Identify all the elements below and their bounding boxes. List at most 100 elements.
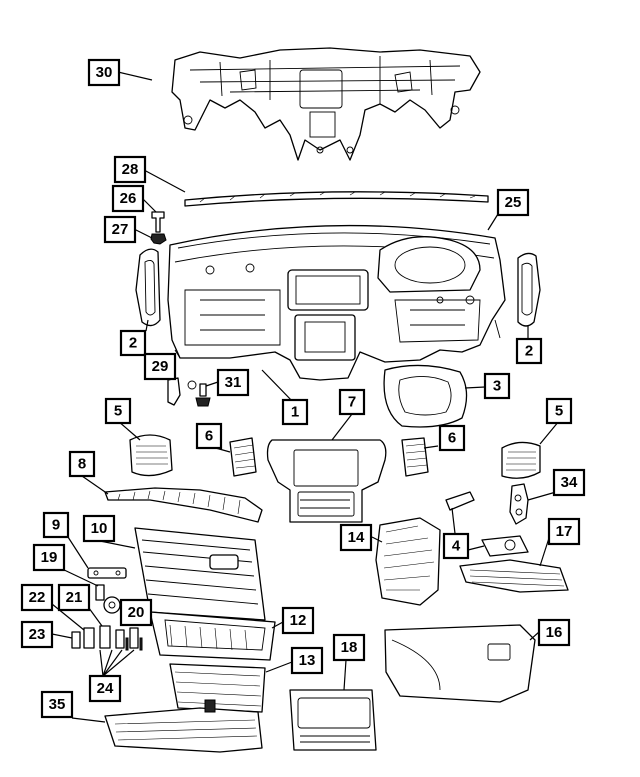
svg-text:2: 2 xyxy=(525,343,533,360)
part-23-clip xyxy=(71,631,81,649)
part-8-glovebox-upper-trim xyxy=(104,487,263,523)
part-7-center-stack-bezel xyxy=(266,439,387,523)
svg-text:19: 19 xyxy=(41,549,58,566)
svg-text:12: 12 xyxy=(290,612,307,629)
callout-14: 14 xyxy=(339,523,373,552)
part-14-center-support xyxy=(375,517,441,606)
callout-5-right: 5 xyxy=(545,397,573,425)
part-5-outboard-vent-right xyxy=(501,441,541,479)
callout-28: 28 xyxy=(113,155,147,184)
part-2-end-cap-left xyxy=(135,248,161,327)
part-17-trim-panel xyxy=(459,559,569,593)
callout-22: 22 xyxy=(20,583,54,612)
callout-21: 21 xyxy=(57,583,91,612)
part-28-defroster-strip xyxy=(184,191,489,207)
svg-text:35: 35 xyxy=(49,696,66,713)
part-19-clip xyxy=(95,584,105,601)
part-18-instrument-cluster xyxy=(289,689,377,751)
svg-text:34: 34 xyxy=(561,474,578,491)
part-29-bracket xyxy=(167,377,197,406)
part-2-end-cap-right xyxy=(517,252,541,327)
part-27-nut xyxy=(150,233,167,245)
part-35-lower-bolster xyxy=(104,699,263,753)
part-24-clips xyxy=(115,627,143,651)
part-21-retainer xyxy=(99,625,111,649)
svg-text:31: 31 xyxy=(225,374,242,391)
svg-text:13: 13 xyxy=(299,652,316,669)
callout-30: 30 xyxy=(87,58,121,87)
svg-text:6: 6 xyxy=(448,430,456,447)
callout-6-right: 6 xyxy=(438,424,466,452)
svg-text:22: 22 xyxy=(29,589,46,606)
callout-20: 20 xyxy=(119,598,153,627)
callout-2-right: 2 xyxy=(515,337,543,365)
callout-27: 27 xyxy=(103,215,137,244)
svg-text:14: 14 xyxy=(348,529,365,546)
svg-text:9: 9 xyxy=(52,517,60,534)
svg-text:30: 30 xyxy=(96,64,113,81)
callout-10: 10 xyxy=(82,514,116,543)
callout-35: 35 xyxy=(40,690,74,719)
svg-text:5: 5 xyxy=(555,403,563,420)
part-9-trim-piece xyxy=(87,567,127,579)
callout-6-left: 6 xyxy=(195,422,223,450)
svg-text:4: 4 xyxy=(452,538,461,555)
callout-4: 4 xyxy=(442,532,470,560)
svg-text:20: 20 xyxy=(128,604,145,621)
svg-text:27: 27 xyxy=(112,221,129,238)
part-34-bracket xyxy=(509,483,529,525)
part-12-glovebox-bin xyxy=(149,611,276,661)
part-6-center-vent-left xyxy=(229,437,257,477)
svg-text:6: 6 xyxy=(205,428,213,445)
callout-34: 34 xyxy=(552,468,586,497)
callout-12: 12 xyxy=(281,606,315,635)
callout-9: 9 xyxy=(42,511,70,539)
svg-text:26: 26 xyxy=(120,190,137,207)
part-26-screw xyxy=(151,211,165,233)
callout-29: 29 xyxy=(143,352,177,381)
callout-16: 16 xyxy=(537,618,571,647)
callout-18: 18 xyxy=(332,633,366,662)
callout-19: 19 xyxy=(32,543,66,572)
part-5-outboard-vent-left xyxy=(129,434,173,477)
part-4-bracket xyxy=(445,491,529,557)
callout-7: 7 xyxy=(338,388,366,416)
svg-text:7: 7 xyxy=(348,394,356,411)
svg-text:16: 16 xyxy=(546,624,563,641)
svg-text:28: 28 xyxy=(122,161,139,178)
svg-text:10: 10 xyxy=(91,520,108,537)
part-22-retainer xyxy=(83,627,95,649)
svg-text:2: 2 xyxy=(129,335,137,352)
callout-1: 1 xyxy=(281,398,309,426)
callout-5-left: 5 xyxy=(104,397,132,425)
part-10-glovebox-door xyxy=(134,527,266,621)
callout-31: 31 xyxy=(216,368,250,397)
callout-24: 24 xyxy=(88,674,122,703)
callout-25: 25 xyxy=(496,188,530,217)
svg-text:5: 5 xyxy=(114,403,122,420)
part-3-cluster-bezel xyxy=(383,364,468,428)
callout-23: 23 xyxy=(20,620,54,649)
svg-text:1: 1 xyxy=(291,404,299,421)
svg-text:23: 23 xyxy=(29,626,46,643)
svg-text:29: 29 xyxy=(152,358,169,375)
svg-text:18: 18 xyxy=(341,639,358,656)
part-16-knee-panel xyxy=(384,624,536,703)
part-1-instrument-panel xyxy=(167,224,506,381)
part-20-latch xyxy=(103,596,121,614)
callout-17: 17 xyxy=(547,517,581,546)
svg-text:21: 21 xyxy=(66,589,83,606)
callout-8: 8 xyxy=(68,450,96,478)
callout-3: 3 xyxy=(483,372,511,400)
svg-text:8: 8 xyxy=(78,456,86,473)
part-31-fastener xyxy=(195,383,211,407)
callout-2-left: 2 xyxy=(119,329,147,357)
part-30-cross-car-beam xyxy=(171,47,481,161)
callout-13: 13 xyxy=(290,646,324,675)
svg-text:25: 25 xyxy=(505,194,522,211)
part-13-storage-bin xyxy=(169,663,266,713)
svg-text:17: 17 xyxy=(556,523,573,540)
leader-lines xyxy=(51,71,560,723)
svg-text:3: 3 xyxy=(493,378,501,395)
